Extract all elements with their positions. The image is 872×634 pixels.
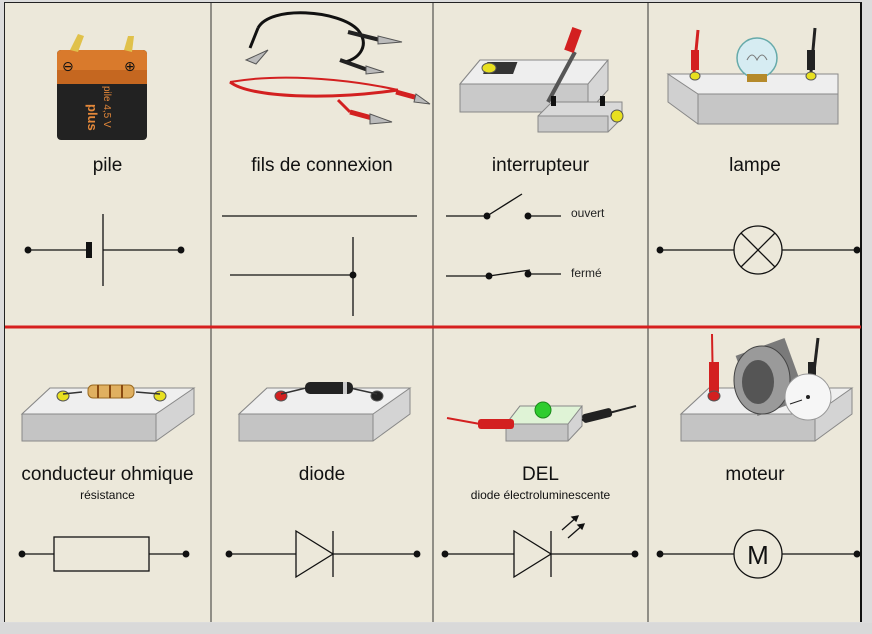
switch-symbol-closed (446, 269, 561, 280)
switch-symbol-open (446, 193, 561, 220)
motor-image (679, 333, 854, 442)
label-lampe: lampe (729, 155, 781, 176)
switch-image (458, 27, 624, 133)
switch-state-closed: fermé (571, 266, 602, 280)
battery-label-line2: plus (85, 104, 100, 131)
lamp-symbol (656, 225, 861, 275)
resistor-image (20, 384, 196, 442)
lamp-image (666, 27, 839, 125)
resistor-symbol (18, 536, 190, 572)
label-interrupteur: interrupteur (491, 155, 590, 176)
diode-image (237, 382, 412, 442)
label-del: DEL (522, 464, 559, 485)
label-conducteur: conducteur ohmique (21, 464, 194, 485)
led-image (446, 401, 637, 442)
battery-plus-text: ⊕ (124, 59, 136, 75)
label-diode: diode (298, 464, 346, 485)
battery-minus-text: ⊖ (62, 59, 74, 75)
bottom-bar (0, 623, 872, 634)
motor-symbol-letter: M (747, 540, 769, 570)
led-symbol (441, 515, 639, 579)
label-pile: pile (92, 155, 123, 176)
grid-lines (210, 3, 649, 622)
sublabel-conducteur: résistance (80, 488, 135, 502)
switch-state-open: ouvert (571, 206, 605, 220)
label-moteur: moteur (725, 464, 785, 485)
battery-symbol (24, 214, 185, 286)
label-fils: fils de connexion (251, 155, 393, 176)
diode-symbol (225, 529, 421, 579)
sublabel-del: diode électroluminescente (470, 488, 611, 502)
motor-symbol (656, 529, 861, 579)
wires-symbol (222, 215, 417, 316)
wires-image (229, 11, 431, 125)
battery-label-line1: pile 4,5 V (101, 86, 112, 128)
battery-image: ⊖ ⊕ pile 4,5 V plus (57, 34, 147, 140)
